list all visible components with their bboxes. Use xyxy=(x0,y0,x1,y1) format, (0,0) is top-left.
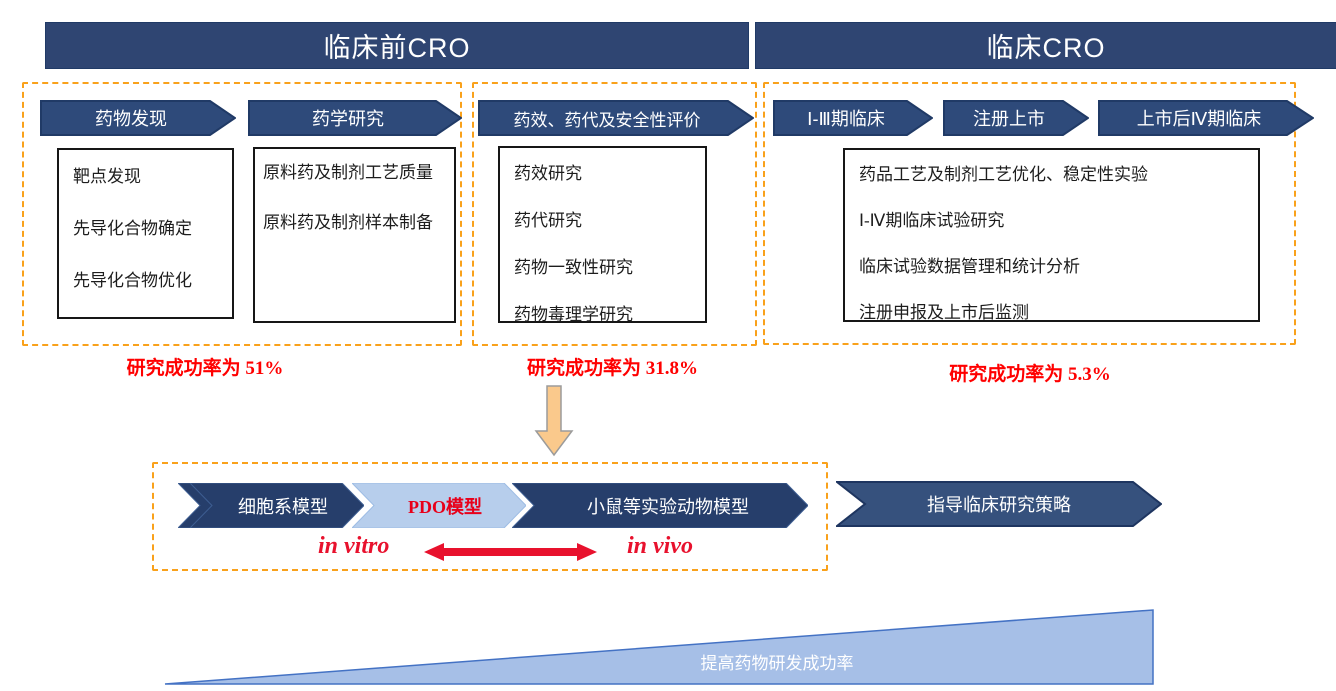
pentagon-arrow-icon xyxy=(40,100,236,136)
phase4-arrow: 上市后Ⅳ期临床 xyxy=(1098,100,1314,136)
discovery-pharma-group xyxy=(22,82,462,346)
success-ramp-triangle xyxy=(163,608,1155,686)
list-item: 原料药及制剂工艺质量 xyxy=(263,163,433,182)
pentagon-arrow-icon xyxy=(943,100,1089,136)
registration-label: 注册上市 xyxy=(973,109,1045,129)
double-arrow-icon xyxy=(423,542,598,562)
models-group xyxy=(152,462,828,571)
list-item: 药品工艺及制剂工艺优化、稳定性实验 xyxy=(859,165,1148,184)
cell-line-model-chevron: 细胞系模型 xyxy=(190,483,364,528)
preclinical-cro-header: 临床前CRO xyxy=(45,22,749,69)
safety-eval-group xyxy=(472,82,757,346)
safety-items-box: 药效研究 药代研究 药物一致性研究 药物毒理学研究 xyxy=(498,146,707,324)
pentagon-arrow-icon xyxy=(478,100,754,136)
down-arrow-icon xyxy=(534,385,574,457)
pentagon-arrow-icon xyxy=(1098,100,1314,136)
pentagon-arrow-icon xyxy=(248,100,462,136)
success-rate-clinical: 研究成功率为 5.3% xyxy=(949,364,1111,385)
discovery-items-box: 靶点发现 先导化合物确定 先导化合物优化 xyxy=(57,148,234,319)
list-item: 原料药及制剂样本制备 xyxy=(263,213,433,232)
cell-line-model-label: 细胞系模型 xyxy=(238,496,328,517)
chevron-icon xyxy=(512,483,808,528)
success-rate-stage2: 研究成功率为 31.8% xyxy=(526,358,698,379)
clinical-strategy-label: 指导临床研究策略 xyxy=(927,495,1071,515)
chevron-icon xyxy=(836,481,1162,527)
pharma-items-box: 原料药及制剂工艺质量 原料药及制剂样本制备 xyxy=(253,147,456,323)
pentagon-arrow-icon xyxy=(773,100,933,136)
phase4-label: 上市后Ⅳ期临床 xyxy=(1136,109,1262,129)
list-item: 药效研究 xyxy=(514,164,582,183)
in-vivo-label: in vivo xyxy=(627,533,693,559)
success-ramp-label: 提高药物研发成功率 xyxy=(700,654,854,673)
animal-model-label: 小鼠等实验动物模型 xyxy=(587,496,749,517)
in-vitro-label: in vitro xyxy=(318,533,390,559)
clinical-items-box: 药品工艺及制剂工艺优化、稳定性实验 Ⅰ-Ⅳ期临床试验研究 临床试验数据管理和统计… xyxy=(843,148,1260,322)
list-item: 靶点发现 xyxy=(73,167,141,186)
chevron-icon xyxy=(352,483,526,528)
list-item: Ⅰ-Ⅳ期临床试验研究 xyxy=(859,211,1005,230)
clinical-strategy-chevron: 指导临床研究策略 xyxy=(836,481,1162,527)
animal-model-chevron: 小鼠等实验动物模型 xyxy=(512,483,808,528)
clinical-cro-header: 临床CRO xyxy=(755,22,1336,69)
drug-discovery-arrow: 药物发现 xyxy=(40,100,236,136)
list-item: 先导化合物优化 xyxy=(73,271,192,290)
registration-arrow: 注册上市 xyxy=(943,100,1089,136)
list-item: 药物一致性研究 xyxy=(514,258,633,277)
drug-discovery-label: 药物发现 xyxy=(95,109,167,129)
safety-eval-arrow: 药效、药代及安全性评价 xyxy=(478,100,754,136)
list-item: 注册申报及上市后监测 xyxy=(859,303,1029,322)
phase1-3-label: Ⅰ-Ⅲ期临床 xyxy=(807,109,885,129)
pdo-model-chevron: PDO模型 xyxy=(352,483,526,528)
list-item: 先导化合物确定 xyxy=(73,219,192,238)
pdo-model-label: PDO模型 xyxy=(408,496,482,517)
pharma-research-arrow: 药学研究 xyxy=(248,100,462,136)
pharma-research-label: 药学研究 xyxy=(312,109,384,129)
list-item: 药物毒理学研究 xyxy=(514,305,633,324)
phase1-3-arrow: Ⅰ-Ⅲ期临床 xyxy=(773,100,933,136)
success-rate-stage1: 研究成功率为 51% xyxy=(126,358,284,379)
list-item: 临床试验数据管理和统计分析 xyxy=(859,257,1080,276)
list-item: 药代研究 xyxy=(514,211,582,230)
clinical-cro-title: 临床CRO xyxy=(986,33,1106,63)
chevron-icon xyxy=(190,483,364,528)
safety-eval-label: 药效、药代及安全性评价 xyxy=(513,110,701,130)
clinical-group xyxy=(763,82,1296,345)
preclinical-cro-title: 临床前CRO xyxy=(323,33,471,63)
